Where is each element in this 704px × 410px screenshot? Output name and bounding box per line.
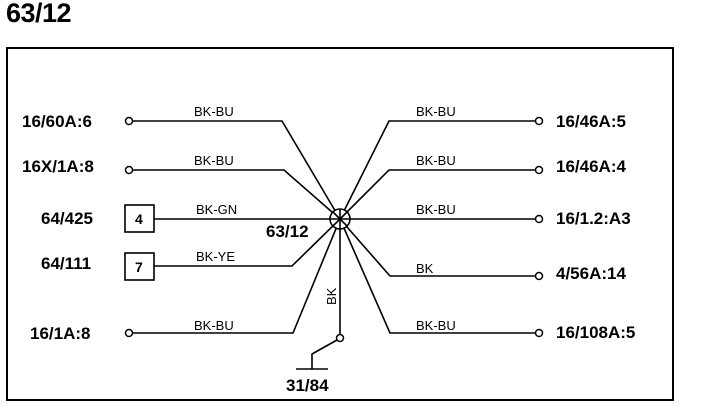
ground-label: 31/84	[286, 376, 329, 395]
left-wire-label-5: BK-BU	[194, 318, 234, 333]
right-wire-5	[339, 218, 535, 334]
left-wire-2	[133, 169, 341, 220]
left-wire-label-4: BK-YE	[196, 249, 235, 264]
right-wire-label-3: BK-BU	[416, 202, 456, 217]
left-terminal-4: 64/111	[41, 254, 91, 273]
left-pin-1[interactable]	[124, 116, 134, 126]
left-wire-label-3: BK-GN	[196, 202, 237, 217]
right-pin-4[interactable]	[534, 271, 544, 281]
left-connector-box-2[interactable]	[124, 252, 155, 281]
right-wire-label-1: BK-BU	[416, 104, 456, 119]
ground-wire-label: BK	[324, 287, 339, 305]
left-terminal-5: 16/1A:8	[30, 324, 90, 343]
ground-link	[311, 339, 338, 369]
left-connector-box-label-1: 4	[135, 211, 143, 227]
right-wire-label-2: BK-BU	[416, 153, 456, 168]
left-wire-1	[133, 120, 341, 220]
left-connector-box-label-2: 7	[135, 259, 143, 275]
left-wire-4	[154, 218, 341, 267]
left-wire-5	[133, 218, 341, 334]
right-terminal-3: 16/1.2:A3	[556, 209, 631, 228]
right-pin-5[interactable]	[534, 328, 544, 338]
right-terminal-2: 16/46A:4	[556, 157, 626, 176]
right-pin-2[interactable]	[534, 165, 544, 175]
right-terminal-4: 4/56A:14	[556, 264, 626, 283]
left-terminal-1: 16/60A:6	[22, 112, 92, 131]
right-pin-1[interactable]	[534, 116, 544, 126]
ground-pin[interactable]	[335, 333, 345, 343]
left-terminal-2: 16X/1A:8	[22, 157, 94, 176]
left-terminal-3: 64/425	[41, 209, 93, 228]
left-pin-5[interactable]	[124, 328, 134, 338]
right-pin-3[interactable]	[534, 214, 544, 224]
right-wire-2	[339, 169, 535, 220]
splice-label: 63/12	[266, 222, 309, 241]
left-wire-label-1: BK-BU	[194, 104, 234, 119]
right-wire-label-4: BK	[416, 261, 434, 276]
page-title: 63/12	[6, 0, 72, 28]
right-terminal-1: 16/46A:5	[556, 112, 626, 131]
left-pin-2[interactable]	[124, 165, 134, 175]
right-terminal-5: 16/108A:5	[556, 323, 635, 342]
right-wire-1	[339, 120, 535, 220]
left-wire-label-2: BK-BU	[194, 153, 234, 168]
diagram-frame	[6, 47, 674, 401]
right-wire-label-5: BK-BU	[416, 318, 456, 333]
right-wire-4	[339, 218, 535, 277]
